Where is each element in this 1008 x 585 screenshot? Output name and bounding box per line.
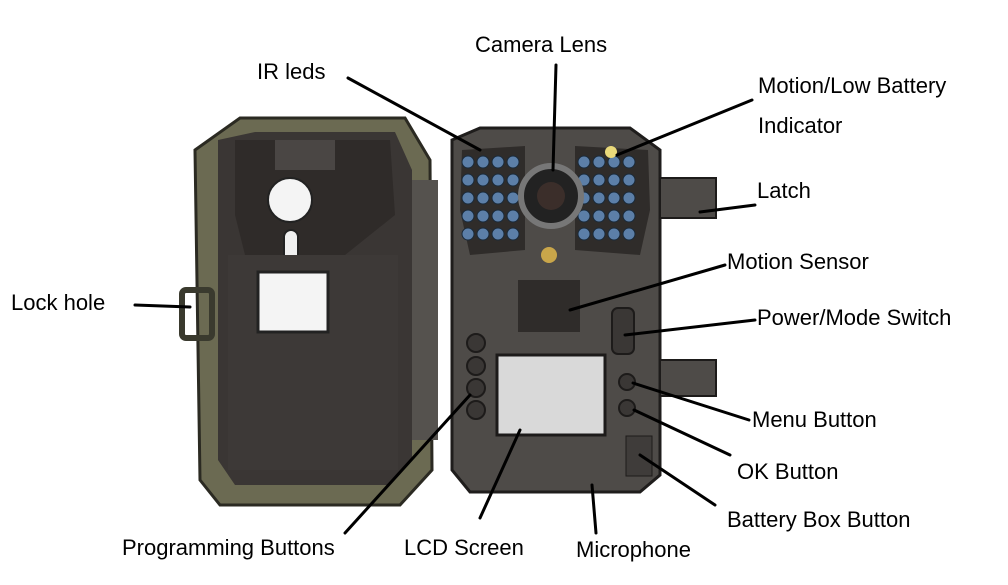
label-latch: Latch (757, 178, 811, 203)
ir-led (622, 191, 636, 205)
ir-led (506, 227, 520, 241)
label-camera-lens: Camera Lens (475, 32, 608, 57)
ir-led (476, 227, 490, 241)
label-programming-buttons: Programming Buttons (122, 535, 335, 560)
lid-lens-window (267, 177, 313, 223)
ir-led (461, 227, 475, 241)
leader-power-switch (623, 318, 757, 337)
ir-led-grid (461, 155, 636, 241)
ir-led (592, 173, 606, 187)
ir-led (592, 209, 606, 223)
menu-button (618, 373, 636, 391)
ir-led (622, 155, 636, 169)
ir-led (491, 209, 505, 223)
lid-vent (275, 140, 335, 170)
label-motion-sensor: Motion Sensor (727, 249, 869, 274)
indicator-light (605, 146, 617, 158)
lock-hole-tab (179, 287, 215, 341)
camera-lens-glass (537, 182, 565, 210)
leader-latch (698, 203, 757, 214)
programming-button-1 (466, 333, 486, 353)
power-mode-switch (611, 307, 635, 355)
ir-led (592, 191, 606, 205)
leader-programming (343, 393, 472, 535)
lid (179, 116, 438, 507)
ir-led (476, 173, 490, 187)
ir-led (476, 191, 490, 205)
ir-led (476, 155, 490, 169)
leader-ok (632, 408, 732, 457)
ir-led (491, 227, 505, 241)
ir-led (506, 173, 520, 187)
label-lcd-screen: LCD Screen (404, 535, 524, 560)
ir-led (607, 227, 621, 241)
ir-led (577, 227, 591, 241)
light-sensor (541, 247, 557, 263)
lid-hinge (412, 180, 438, 440)
label-microphone: Microphone (576, 537, 691, 562)
ir-led (491, 155, 505, 169)
ir-led (607, 191, 621, 205)
latch-lower (659, 359, 717, 397)
label-power-mode-switch: Power/Mode Switch (757, 305, 952, 330)
ir-led (607, 209, 621, 223)
label-ir-leds: IR leds (257, 59, 326, 84)
ir-led (622, 209, 636, 223)
ir-led (461, 155, 475, 169)
leader-camera-lens (551, 63, 558, 172)
leader-lcd (478, 428, 522, 520)
leader-motion-sensor (568, 263, 727, 312)
camera-body (450, 126, 717, 494)
label-indicator: Indicator (758, 113, 843, 138)
programming-button-4 (466, 400, 486, 420)
lcd-screen (495, 353, 607, 437)
ir-led (461, 173, 475, 187)
ir-led (491, 173, 505, 187)
leader-menu (631, 381, 751, 422)
label-motion-low-battery: Motion/Low Battery (758, 73, 947, 98)
programming-button-3 (466, 378, 486, 398)
leader-ir-leds (346, 76, 482, 152)
ir-led (461, 191, 475, 205)
ir-led (577, 209, 591, 223)
lid-screen-window (256, 270, 330, 334)
leader-microphone (590, 483, 598, 535)
ir-led (506, 191, 520, 205)
ir-led (476, 209, 490, 223)
label-ok-button: OK Button (737, 459, 839, 484)
ir-led (622, 173, 636, 187)
ir-led (592, 155, 606, 169)
leader-lock-hole (133, 303, 192, 309)
ir-led (491, 191, 505, 205)
label-battery-box-button: Battery Box Button (727, 507, 911, 532)
ir-led (461, 209, 475, 223)
leader-indicator (615, 98, 754, 157)
ok-button (618, 399, 636, 417)
ir-led (607, 173, 621, 187)
ir-led (506, 155, 520, 169)
label-lock-hole: Lock hole (11, 290, 106, 315)
programming-button-2 (466, 356, 486, 376)
leader-battery (638, 453, 717, 507)
motion-sensor-window (518, 280, 580, 332)
ir-led (622, 227, 636, 241)
ir-led (592, 227, 606, 241)
ir-led (577, 155, 591, 169)
leader-lines (133, 63, 757, 535)
label-menu-button: Menu Button (752, 407, 877, 432)
ir-led (506, 209, 520, 223)
